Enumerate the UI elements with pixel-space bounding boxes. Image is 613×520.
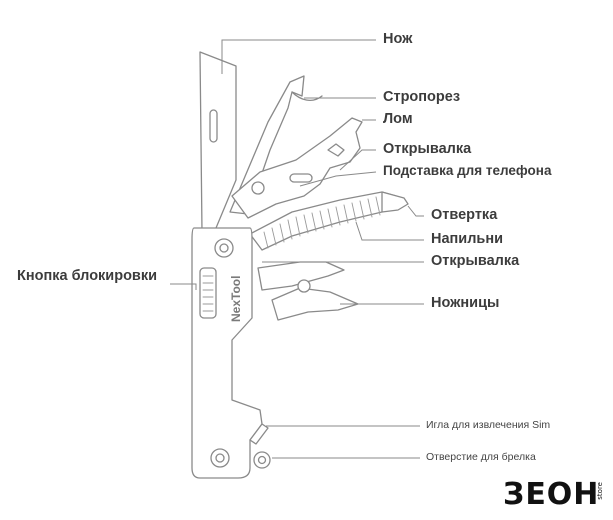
- leader-bottle-opener-top: [339, 149, 376, 171]
- label-bottle-opener-bottom: Открывалка: [431, 253, 520, 269]
- logo-subtext: store: [596, 482, 604, 500]
- leader-phone-stand: [299, 171, 377, 187]
- scissors-pivot: [297, 279, 311, 293]
- knife-blade: [199, 51, 237, 233]
- label-strap-cutter: Стропорез: [383, 89, 461, 105]
- handle-screw-top: [214, 238, 234, 258]
- label-phone-stand: Подставка для телефона: [383, 163, 552, 178]
- label-crowbar: Лом: [383, 111, 413, 127]
- leader-lock-button: [170, 283, 197, 290]
- lock-button: [199, 267, 217, 319]
- label-scissors: Ножницы: [431, 295, 500, 311]
- knife-slot: [209, 109, 218, 143]
- label-knife: Нож: [383, 31, 413, 47]
- zeon-logo: ЗЕОН store: [503, 476, 608, 514]
- sim-pin-tool: [249, 423, 269, 445]
- leader-knife: [221, 39, 376, 74]
- label-bottle-opener-top: Открывалка: [383, 141, 472, 157]
- leader-file: [355, 221, 424, 241]
- tool-engraving: NexTool: [229, 276, 243, 322]
- keyring-hole: [253, 451, 271, 469]
- label-screwdriver: Отвертка: [431, 207, 498, 223]
- logo-text: ЗЕОН: [503, 477, 600, 512]
- label-sim-pin: Игла для извлечения Sim: [426, 419, 551, 431]
- crowbar-hole: [251, 181, 265, 195]
- screwdriver-tip: [381, 191, 409, 213]
- label-lock-button: Кнопка блокировки: [17, 268, 158, 284]
- label-file: Напильни: [431, 231, 504, 247]
- leader-screwdriver: [407, 205, 424, 217]
- label-keyring-hole: Отверстие для брелка: [426, 451, 536, 463]
- handle-screw-bottom: [210, 448, 230, 468]
- crowbar-tool: [231, 117, 363, 219]
